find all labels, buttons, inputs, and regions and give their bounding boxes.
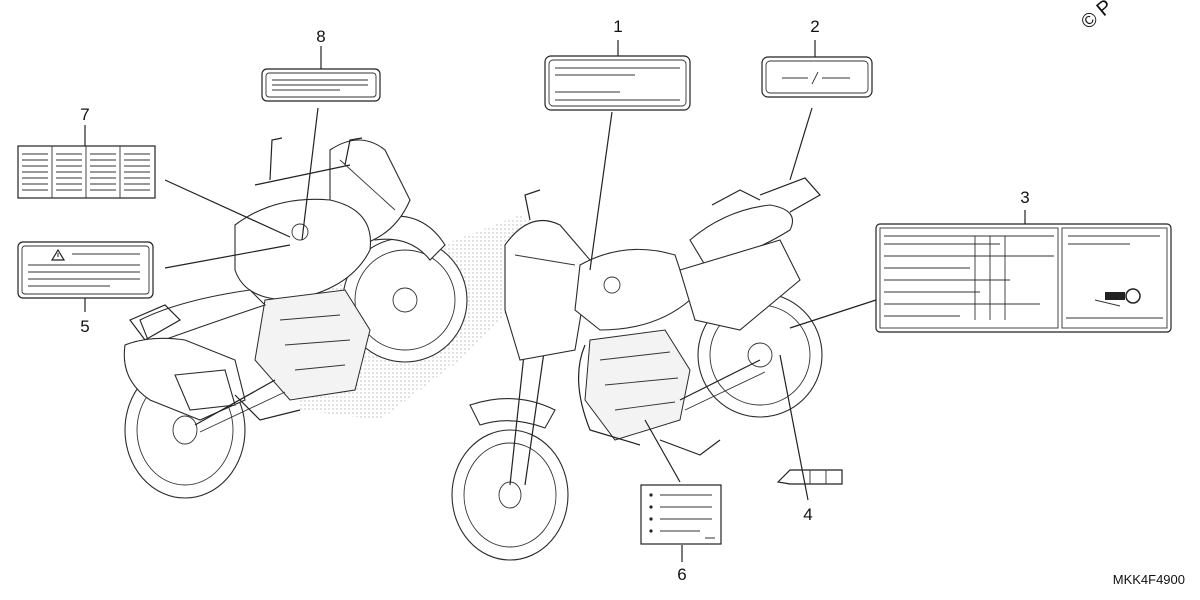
callout-6: 6 [677, 565, 686, 584]
callout-2: 2 [810, 17, 819, 36]
label-3 [875, 223, 1172, 333]
callout-3: 3 [1020, 188, 1029, 207]
label-2 [761, 56, 873, 98]
motorcycle-front-view [451, 177, 823, 561]
figure-code: MKK4F4900 [1113, 572, 1185, 587]
warning-triangle-icon [50, 248, 66, 261]
motorcycle-rear-view [123, 137, 468, 499]
label-7 [17, 145, 156, 199]
leader-lines [84, 40, 1026, 562]
label-5 [17, 241, 154, 299]
callout-7: 7 [80, 105, 89, 124]
key-icon [1094, 288, 1141, 307]
callout-1: 1 [613, 17, 622, 36]
label-6 [640, 484, 722, 545]
callout-5: 5 [80, 317, 89, 336]
callout-4: 4 [803, 505, 812, 524]
label-4 [776, 469, 843, 485]
callout-8: 8 [316, 27, 325, 46]
copyright-mark: © P [1077, 0, 1117, 34]
label-8 [261, 68, 381, 102]
label-1 [544, 55, 691, 111]
